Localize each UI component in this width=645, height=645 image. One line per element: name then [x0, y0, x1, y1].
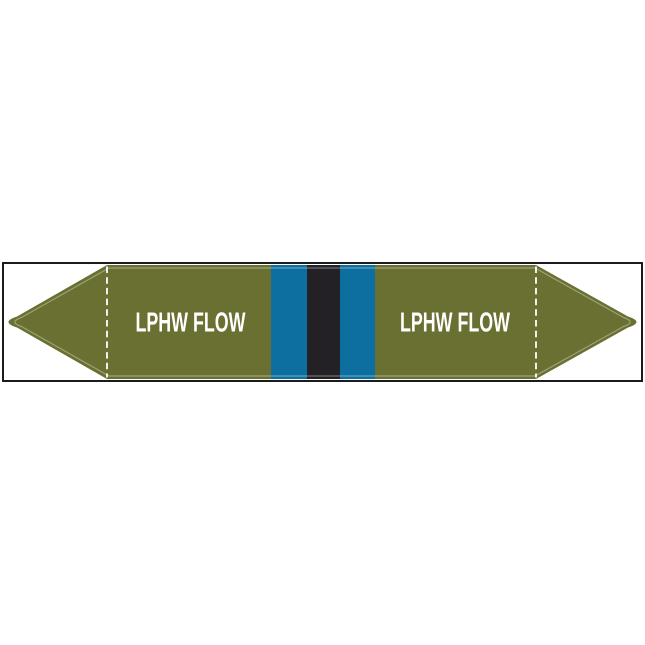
- stripe-blue-right: [340, 265, 375, 379]
- label-text-right: LPHW FLOW: [400, 307, 510, 338]
- stripe-black: [307, 265, 340, 379]
- label-frame: LPHW FLOW LPHW FLOW: [2, 262, 643, 382]
- stripe-blue-left: [271, 265, 307, 379]
- label-text-left: LPHW FLOW: [136, 307, 246, 338]
- keyline: [14, 267, 631, 377]
- pipe-marker-label: LPHW FLOW LPHW FLOW: [8, 265, 637, 379]
